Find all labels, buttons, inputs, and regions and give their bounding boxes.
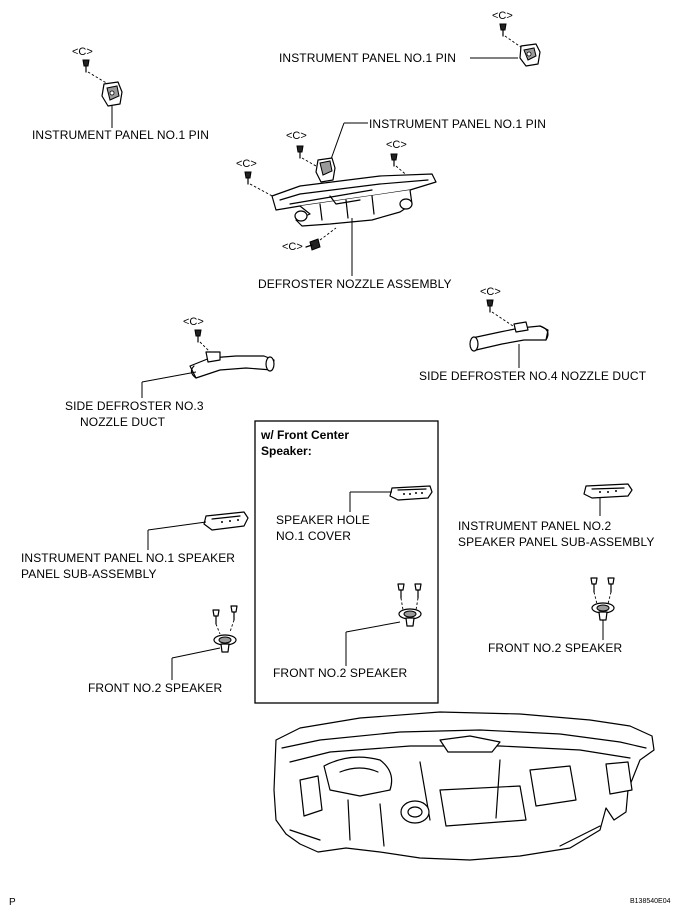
label-side-defroster-no3: SIDE DEFROSTER NO.3 (65, 399, 204, 413)
inset-title-line2: Speaker: (261, 444, 312, 458)
label-front-speaker-left: FRONT NO.2 SPEAKER (88, 681, 223, 695)
page-letter: P (9, 897, 16, 908)
label-panel-no1-speaker: INSTRUMENT PANEL NO.1 SPEAKER (21, 551, 236, 565)
clip-nozzle-top-left (296, 145, 304, 159)
label-pin-top-right: INSTRUMENT PANEL NO.1 PIN (279, 51, 456, 65)
label-pin-center: INSTRUMENT PANEL NO.1 PIN (369, 117, 546, 131)
clip-tag-c: <C> (282, 241, 303, 253)
center-speaker-screws (397, 583, 422, 611)
label-panel-no2: INSTRUMENT PANEL NO.2 (458, 519, 612, 533)
label-speaker-hole-cover-line2: NO.1 COVER (276, 529, 352, 543)
clip-nozzle-bottom (305, 238, 321, 251)
leader-line (171, 647, 221, 659)
label-defroster-nozzle: DEFROSTER NOZZLE ASSEMBLY (258, 277, 452, 291)
clip-tag-c: <C> (183, 316, 204, 328)
label-panel-no2-line2: SPEAKER PANEL SUB-ASSEMBLY (458, 535, 655, 549)
clip-top-right (499, 23, 507, 37)
leader-line (345, 621, 401, 633)
instrument-panel (273, 711, 655, 861)
side-defroster-no4-duct (469, 321, 549, 352)
center-speaker (398, 608, 422, 627)
inset-box-frame (254, 420, 439, 704)
label-side-defroster-no3-line2: NOZZLE DUCT (80, 415, 166, 429)
label-pin-left: INSTRUMENT PANEL NO.1 PIN (32, 128, 209, 142)
leader-dash (301, 157, 317, 167)
label-panel-no1-speaker-line2: PANEL SUB-ASSEMBLY (21, 567, 157, 581)
pin-top-right (519, 43, 541, 67)
clip-tag-c: <C> (72, 46, 93, 58)
right-speaker (591, 602, 615, 621)
left-speaker-screws (212, 605, 238, 635)
right-speaker-screws (590, 577, 615, 605)
clip-no4 (486, 299, 494, 313)
clip-tag-c: <C> (492, 10, 513, 22)
label-front-speaker-right: FRONT NO.2 SPEAKER (488, 641, 623, 655)
leader-line (141, 371, 197, 383)
leader-dash (319, 227, 337, 241)
inset-title: w/ Front Center (261, 428, 350, 442)
left-speaker (213, 634, 237, 653)
clip-tag-c: <C> (236, 158, 257, 170)
leader-line (329, 122, 345, 163)
clip-nozzle-right (390, 153, 398, 167)
clip-nozzle-left (244, 171, 252, 185)
clip-tag-c: <C> (386, 139, 407, 151)
panel-no1-speaker-panel (203, 511, 249, 531)
label-speaker-hole-cover: SPEAKER HOLE (276, 513, 370, 527)
clip-tag-c: <C> (480, 286, 501, 298)
label-side-defroster-no4: SIDE DEFROSTER NO.4 NOZZLE DUCT (419, 369, 647, 383)
defroster-nozzle-body (271, 173, 437, 227)
side-defroster-no3-duct (189, 351, 275, 379)
clip-tag-c: <C> (286, 130, 307, 142)
leader-line (147, 521, 207, 531)
clip-no3 (194, 329, 202, 343)
speaker-hole-cover (389, 485, 433, 501)
pin-left (101, 81, 123, 107)
leader-dash (87, 71, 109, 85)
leader-dash (491, 311, 517, 329)
label-front-speaker-center: FRONT NO.2 SPEAKER (273, 666, 408, 680)
figure-code: B138540E04 (630, 898, 671, 905)
pin-center (315, 157, 336, 183)
panel-no2-speaker-panel (583, 483, 633, 499)
clip-left (82, 59, 90, 73)
